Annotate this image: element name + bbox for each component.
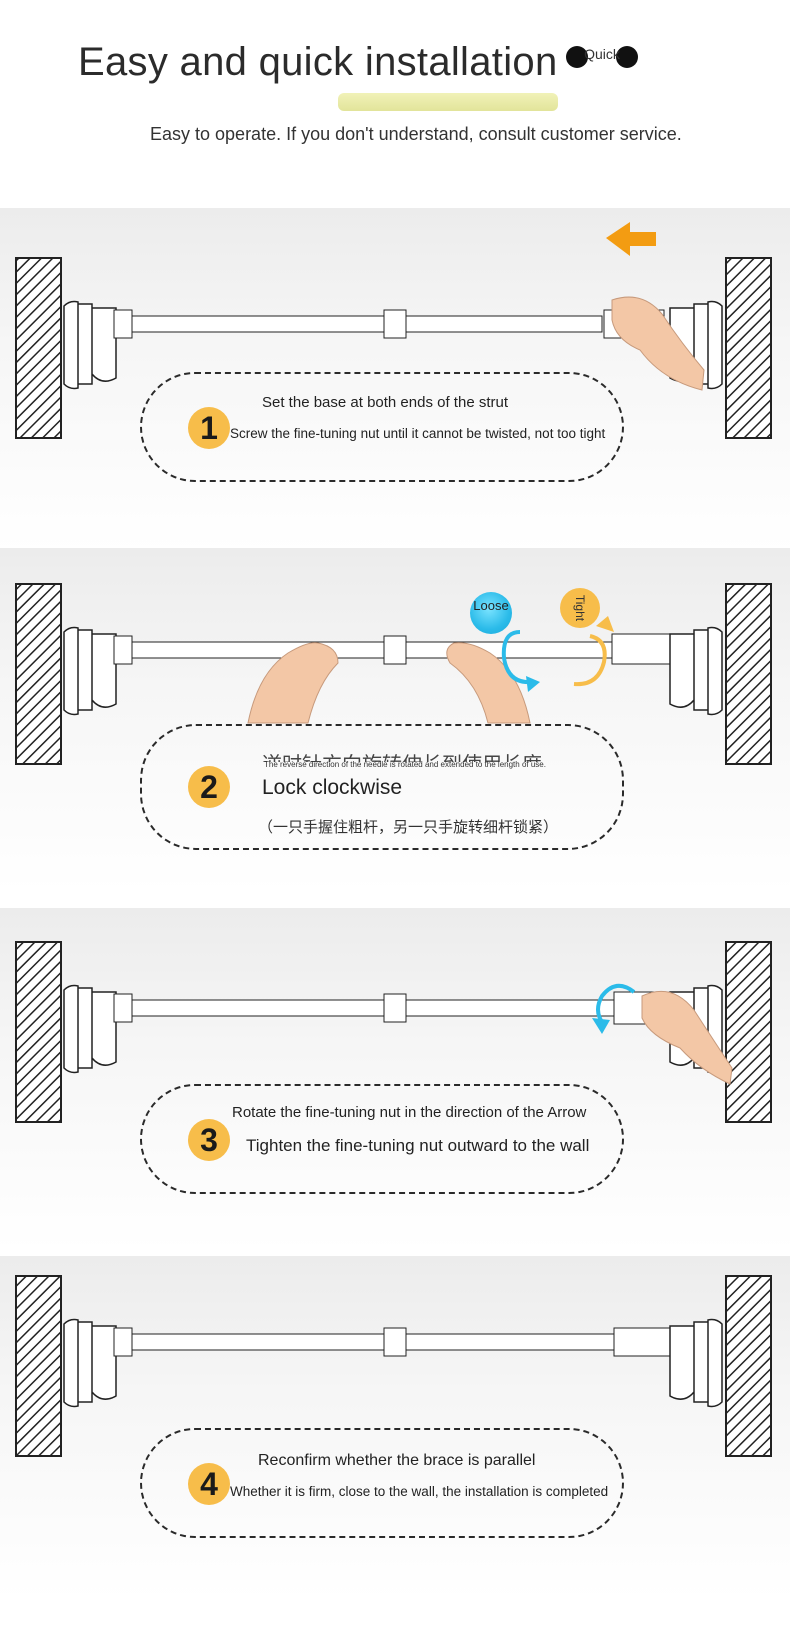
step-2-illustration [15,583,772,765]
right-wall [725,583,772,765]
left-nut [113,309,133,339]
strut-rod [131,1333,615,1351]
step-3-panel: 3 Rotate the fine-tuning nut in the dire… [0,908,790,1252]
step-2-number: 2 [188,766,230,808]
step-1-number: 1 [188,407,230,449]
step-1-line-1: Set the base at both ends of the strut [262,394,508,411]
step-4-illustration [15,1275,772,1457]
tight-label: Tight [573,594,587,622]
step-2-line-2: （一只手握住粗杆，另一只手旋转细杆锁紧） [258,819,559,836]
step-2-line-en: The reverse direction of the needle is r… [264,760,546,769]
left-base [63,1318,117,1408]
left-nut [113,1327,133,1357]
step-2-panel: Loose Tight 2 逆时针方向旋转伸长到使用长度 The reverse… [0,548,790,892]
rotate-arrow-icon [596,984,636,1024]
left-nut [113,993,133,1023]
badge-dot-left [566,46,588,68]
step-4-line-2: Whether it is firm, close to the wall, t… [230,1484,609,1499]
right-wall [725,941,772,1123]
badge-dot-right [616,46,638,68]
strut-rod [131,999,615,1017]
step-1-line-2: Screw the fine-tuning nut until it canno… [230,426,606,441]
left-base [63,984,117,1074]
step-3-instruction: 3 Rotate the fine-tuning nut in the dire… [140,1084,624,1194]
step-3-illustration [15,941,772,1123]
page-title: Easy and quick installation [78,40,558,84]
hand-icon [611,296,705,391]
quick-badge: Quick [566,44,638,70]
tight-badge: Tight [560,588,600,628]
header: Easy and quick installation Quick Easy t… [0,0,790,208]
step-2-line-1: Lock clockwise [262,776,403,799]
step-3-line-2: Tighten the fine-tuning nut outward to t… [246,1136,590,1155]
left-nut [113,635,133,665]
left-base [63,626,117,716]
middle-joint [383,635,407,665]
step-1-instruction: 1 Set the base at both ends of the strut… [140,372,624,482]
right-nut [613,1327,673,1357]
step-3-number: 3 [188,1119,230,1161]
middle-joint [383,1327,407,1357]
right-wall [725,1275,772,1457]
step-4-panel: 4 Reconfirm whether the brace is paralle… [0,1256,790,1600]
left-wall [15,257,62,439]
left-wall [15,1275,62,1457]
loose-badge: Loose [470,592,512,634]
loose-label: Loose [473,598,509,613]
step-4-number: 4 [188,1463,230,1505]
rotate-loose-arrow-icon [501,630,533,685]
strut-rod [131,641,613,659]
left-wall [15,941,62,1123]
page-subtitle: Easy to operate. If you don't understand… [150,124,682,144]
step-4-line-1: Reconfirm whether the brace is parallel [258,1452,536,1469]
title-highlight-bar [338,93,558,111]
step-2-line-cn: 逆时针方向旋转伸长到使用长度 [262,748,542,762]
right-nut [611,633,673,665]
left-hand-icon [247,642,339,724]
push-arrow-icon [606,222,656,256]
step-3-line-1: Rotate the fine-tuning nut in the direct… [232,1104,587,1121]
middle-joint [383,309,407,339]
right-wall [725,257,772,439]
right-base [669,626,723,716]
left-wall [15,583,62,765]
step-1-panel: 1 Set the base at both ends of the strut… [0,208,790,552]
strut-rod [131,315,603,333]
step-1-illustration [15,222,772,439]
quick-badge-label: Quick [584,46,620,62]
right-base [669,1318,723,1408]
left-base [63,300,117,390]
step-4-instruction: 4 Reconfirm whether the brace is paralle… [140,1428,624,1538]
step-2-instruction: 2 逆时针方向旋转伸长到使用长度 The reverse direction o… [140,724,624,850]
hand-icon [641,990,733,1085]
rotate-tight-arrow-icon [573,634,607,687]
middle-joint [383,993,407,1023]
